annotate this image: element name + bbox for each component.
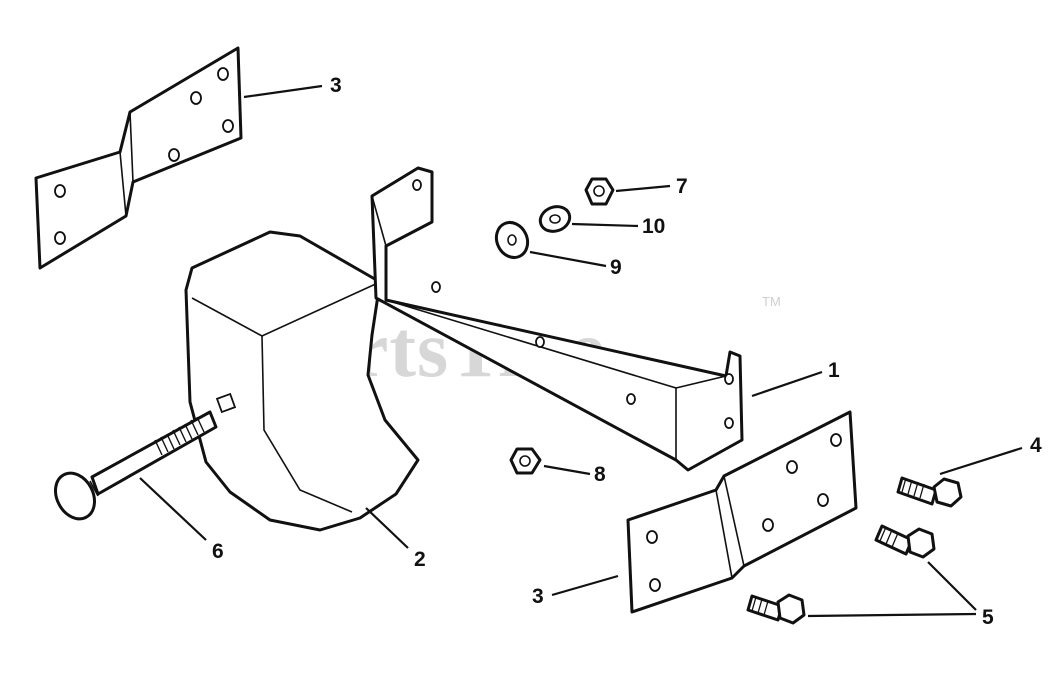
flat-washer	[494, 220, 530, 260]
lock-washer	[538, 205, 572, 233]
hex-bolt-4	[896, 476, 963, 508]
callout-5: 5	[982, 606, 994, 629]
weight-block	[184, 230, 420, 532]
watermark-trademark: TM	[762, 294, 781, 309]
offset-plate-bottom	[626, 410, 858, 614]
callout-10: 10	[642, 215, 665, 238]
leader-lines	[139, 84, 1023, 618]
hex-bolt-5b	[746, 593, 806, 625]
callout-9: 9	[610, 256, 622, 279]
callout-4: 4	[1030, 434, 1042, 457]
callout-6: 6	[212, 540, 224, 563]
weight-bracket	[370, 166, 744, 472]
nut-8	[509, 447, 542, 475]
callout-3-top: 3	[330, 74, 342, 97]
callout-2: 2	[414, 548, 426, 571]
callout-1: 1	[828, 359, 840, 382]
carriage-bolt	[54, 410, 218, 521]
callout-7: 7	[676, 175, 688, 198]
nut-7	[584, 177, 615, 206]
offset-plate-top	[34, 46, 243, 270]
callout-3-bottom: 3	[532, 585, 544, 608]
callout-8: 8	[594, 463, 606, 486]
hex-bolt-5a	[874, 524, 936, 559]
